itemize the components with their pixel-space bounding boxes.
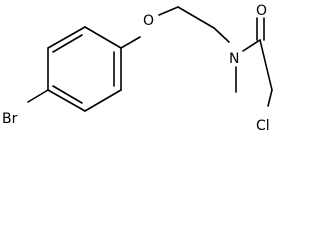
chlorine-atom-label: Cl <box>256 118 270 134</box>
ring-bond-top-left <box>47 26 86 49</box>
bond-nitrogen-to-carbonyl <box>242 39 261 52</box>
bond-ch2-to-chlorine <box>267 89 273 107</box>
bromine-atom-label: Br <box>2 111 18 127</box>
ring-bond-top-right <box>84 26 122 49</box>
benzene-ring <box>47 26 122 112</box>
ring-bond-bottom-left-inner <box>52 85 83 104</box>
carbonyl-oxygen-atom-label: O <box>256 3 267 19</box>
bond-ch2-to-nitrogen <box>213 27 230 43</box>
molecule-structure-diagram: Br O N O Cl <box>2 3 273 134</box>
ring-bond-bottom-right <box>84 89 122 112</box>
ring-bond-bottom-left <box>47 89 86 112</box>
bond-oxygen-to-ch2 <box>158 6 179 16</box>
ether-oxygen-atom-label: O <box>143 13 154 29</box>
bond-ring-to-bromine <box>27 89 49 103</box>
bond-ch2-to-ch2 <box>177 6 215 29</box>
bond-ring-to-ether-oxygen <box>120 36 141 49</box>
ring-bond-top-left-inner <box>52 34 83 53</box>
amide-nitrogen-atom-label: N <box>229 51 239 67</box>
bond-carbonyl-to-ch2cl <box>259 39 273 91</box>
